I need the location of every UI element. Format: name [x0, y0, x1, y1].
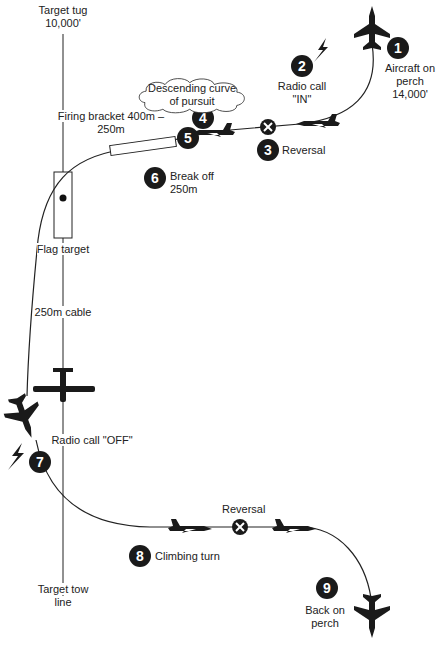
annotation-label: Firing bracket 400m – 250m	[50, 110, 172, 136]
callout-number: 2	[291, 55, 313, 77]
radio-bolt	[8, 38, 328, 470]
callout-number: 7	[29, 451, 51, 473]
annotation-label: Target tug 10,000'	[23, 4, 103, 30]
annotation-label: Climbing turn	[155, 550, 245, 563]
firing-bracket	[110, 136, 177, 155]
annotation-label: Reversal	[282, 144, 342, 157]
flight-path	[27, 44, 373, 598]
callout-number: 1	[387, 37, 409, 59]
annotation-label: Target tow line	[28, 583, 98, 609]
annotation-label: Aircraft on perch 14,000'	[380, 62, 440, 101]
flag-target	[54, 172, 72, 238]
annotation-label: Radio call "IN"	[272, 80, 332, 106]
callout-number: 5	[177, 127, 199, 149]
reversal-mark	[232, 119, 276, 535]
cloud-text: Descending curve of pursuit	[146, 82, 238, 108]
annotation-label: Flag target	[33, 243, 93, 256]
annotation-label: Back on perch	[298, 604, 352, 630]
annotation-label: Radio call "OFF"	[50, 434, 134, 447]
annotation-label: Break off 250m	[170, 170, 230, 196]
annotation-label: 250m cable	[33, 306, 93, 319]
annotation-label: Reversal	[222, 503, 282, 516]
callout-number: 8	[129, 545, 151, 567]
callout-number: 6	[144, 167, 166, 189]
callout-number: 3	[257, 139, 279, 161]
cloud-callout: Descending curve of pursuit	[136, 76, 248, 114]
aircraft	[0, 6, 390, 638]
callout-number: 9	[316, 577, 338, 599]
tug-aircraft	[33, 368, 95, 402]
